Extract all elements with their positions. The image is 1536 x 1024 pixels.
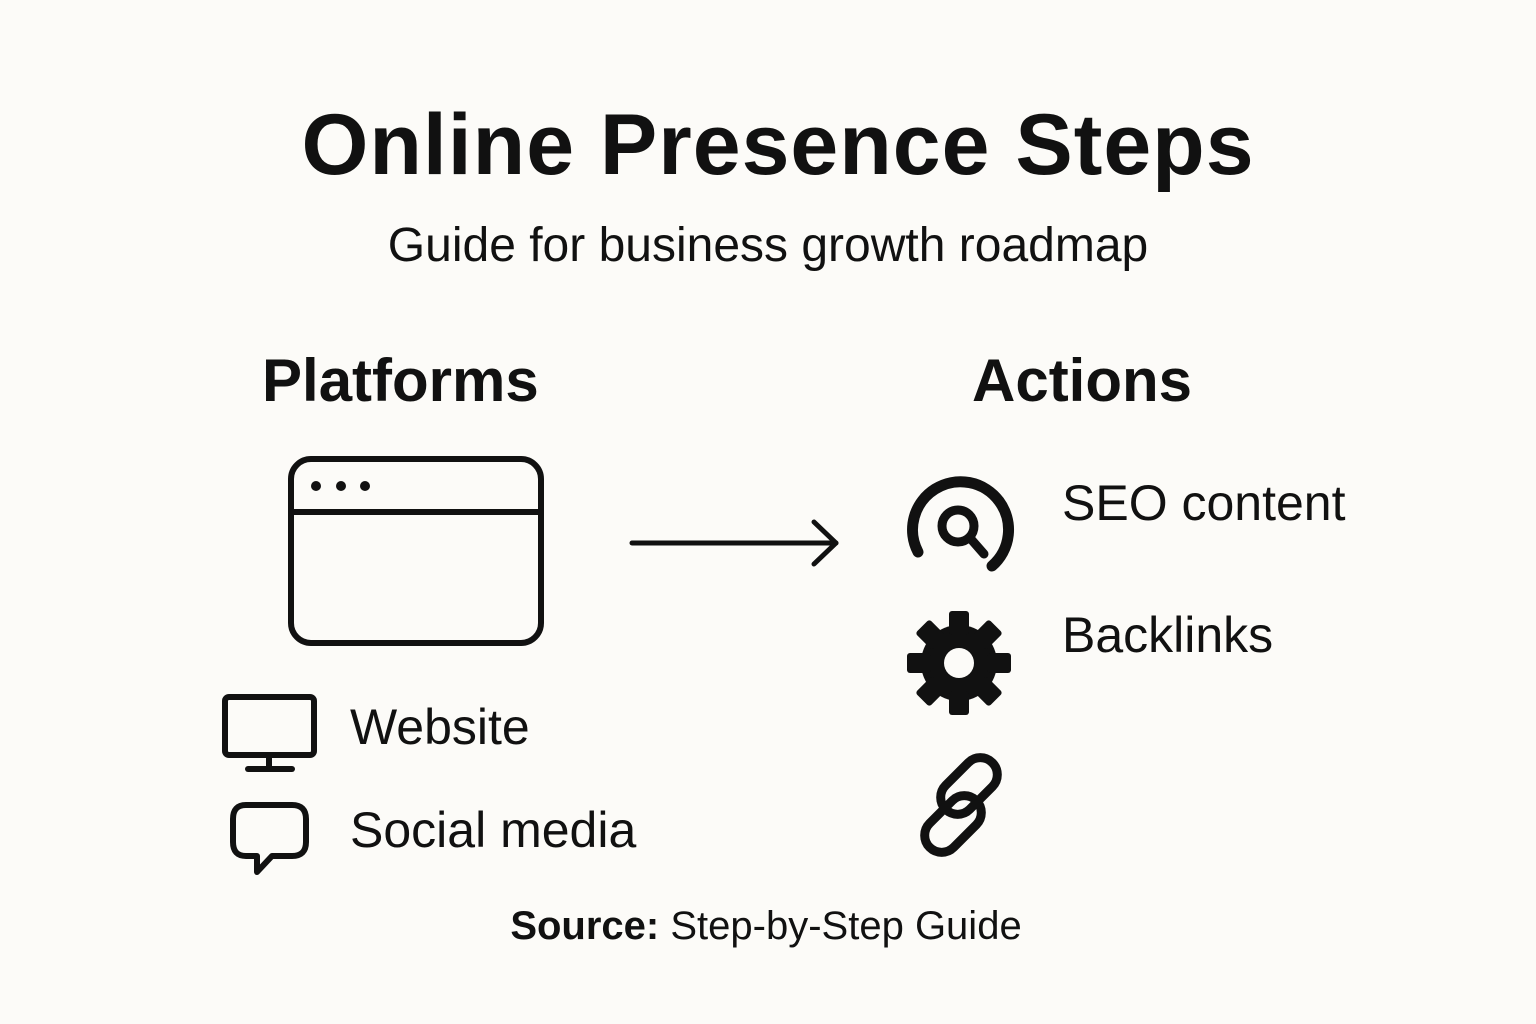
platform-item-social-media: Social media	[350, 802, 637, 858]
source-caption: Source: Step-by-Step Guide	[0, 904, 1532, 949]
actions-heading: Actions	[972, 347, 1193, 414]
gear-icon	[907, 611, 1011, 715]
link-icon	[920, 753, 1002, 857]
chat-bubble-icon	[230, 802, 309, 875]
source-label: Source:	[510, 904, 660, 948]
page-title: Online Presence Steps	[301, 97, 1255, 193]
monitor-icon	[222, 694, 317, 772]
action-item-seo-content: SEO content	[1062, 475, 1346, 531]
platform-item-website: Website	[350, 699, 530, 755]
search-icon	[907, 476, 1015, 572]
platforms-heading: Platforms	[262, 347, 539, 414]
source-value: Step-by-Step Guide	[670, 904, 1022, 948]
action-item-backlinks: Backlinks	[1062, 607, 1274, 663]
arrow-right-icon	[629, 519, 839, 567]
page-subtitle: Guide for business growth roadmap	[387, 219, 1149, 272]
browser-window-icon	[288, 456, 544, 646]
